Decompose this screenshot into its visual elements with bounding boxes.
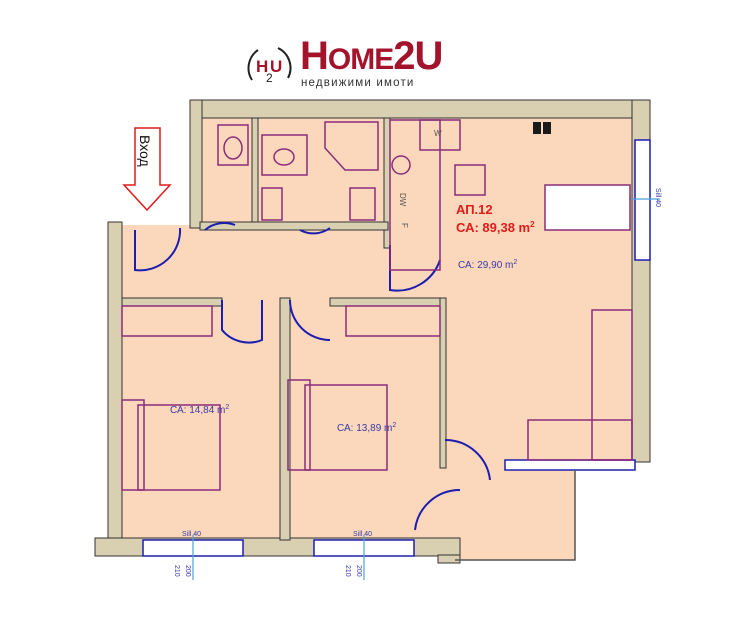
- brand-tagline: недвижими имоти: [301, 77, 415, 89]
- living-area: СА: 29,90 m2: [458, 259, 517, 271]
- sink-icon: [261, 187, 283, 221]
- window-balcony: [504, 459, 636, 471]
- svg-text:2: 2: [266, 71, 273, 85]
- apartment-name: АП.12: [456, 202, 493, 217]
- kitchen-counter: [389, 119, 441, 271]
- svg-text:U: U: [270, 57, 282, 76]
- logo: H U 2 HOME2U недвижими имоти: [244, 34, 454, 98]
- dining-table: [544, 184, 631, 231]
- wardrobe-1: [121, 305, 213, 337]
- bed-1: [137, 404, 221, 491]
- bedroom2-area: СА: 13,89 m2: [337, 422, 396, 434]
- window-height-2: 200: [184, 565, 191, 577]
- svg-text:H: H: [256, 57, 268, 76]
- doors: [134, 222, 491, 531]
- window-height-3: 210: [344, 565, 351, 577]
- cooktop-icon: [454, 164, 486, 196]
- apartment-area: СА: 89,38 m2: [456, 220, 535, 235]
- wardrobe-2: [345, 305, 441, 337]
- window-dimension-lines: [192, 198, 660, 580]
- bed-2: [304, 384, 388, 471]
- fridge-label: F: [400, 223, 409, 228]
- window-height-1: 210: [173, 565, 180, 577]
- shower-icon: [324, 121, 379, 171]
- logo-mark-icon: H U 2: [247, 47, 292, 85]
- entrance-label: Вход: [137, 135, 153, 167]
- furniture: [121, 119, 633, 491]
- brand-name: HOME2U: [300, 34, 443, 78]
- window-height-4: 200: [355, 565, 362, 577]
- washer-label: W: [434, 129, 442, 138]
- kitchen-sink-icon: [391, 155, 411, 175]
- sill-label-2: Sill 40: [353, 531, 372, 538]
- dishwasher-label: DW: [398, 193, 407, 207]
- sill-label-1: Sill 40: [182, 531, 201, 538]
- bedroom1-area: СА: 14,84 m2: [170, 404, 229, 416]
- toilet-icon: [217, 124, 249, 166]
- sill-label-3: Sill 40: [654, 188, 661, 207]
- window-living: [634, 139, 651, 261]
- entrance-arrow-icon: [122, 127, 172, 212]
- chimney-icon: [533, 122, 551, 134]
